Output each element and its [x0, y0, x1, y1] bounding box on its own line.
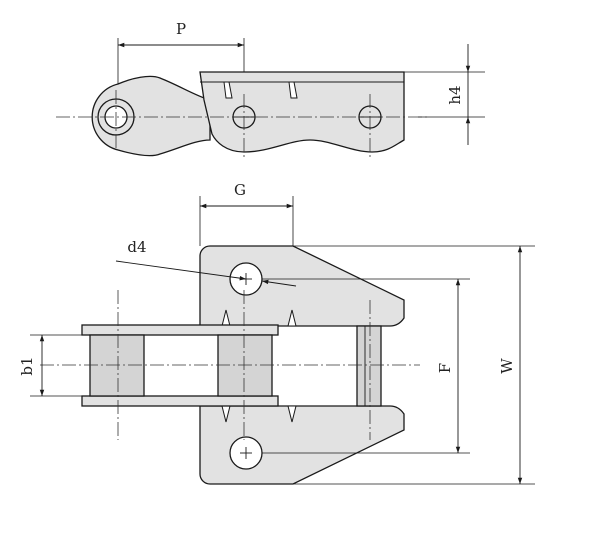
dim-label-d4: d4 [127, 238, 146, 256]
dim-label-b1: b1 [18, 356, 36, 375]
dim-label-g: G [234, 181, 246, 199]
side-view: P h4 [56, 20, 485, 160]
roller-left [89, 334, 145, 397]
side-plate-top [81, 324, 279, 336]
notch-2 [288, 81, 298, 99]
pin-right [356, 325, 382, 407]
plan-view: G d4 b1 F W [18, 181, 535, 485]
attachment-plate [199, 71, 405, 153]
roller-mid [217, 334, 273, 397]
dim-label-p: P [176, 20, 186, 38]
dim-label-w: W [498, 358, 516, 374]
lower-wing [199, 405, 405, 485]
notch-1 [223, 81, 233, 99]
dim-label-f: F [436, 363, 454, 373]
dim-label-h4: h4 [446, 85, 464, 104]
side-plate-bottom [81, 395, 279, 407]
upper-wing [199, 245, 405, 327]
outer-link-plate [91, 75, 211, 157]
